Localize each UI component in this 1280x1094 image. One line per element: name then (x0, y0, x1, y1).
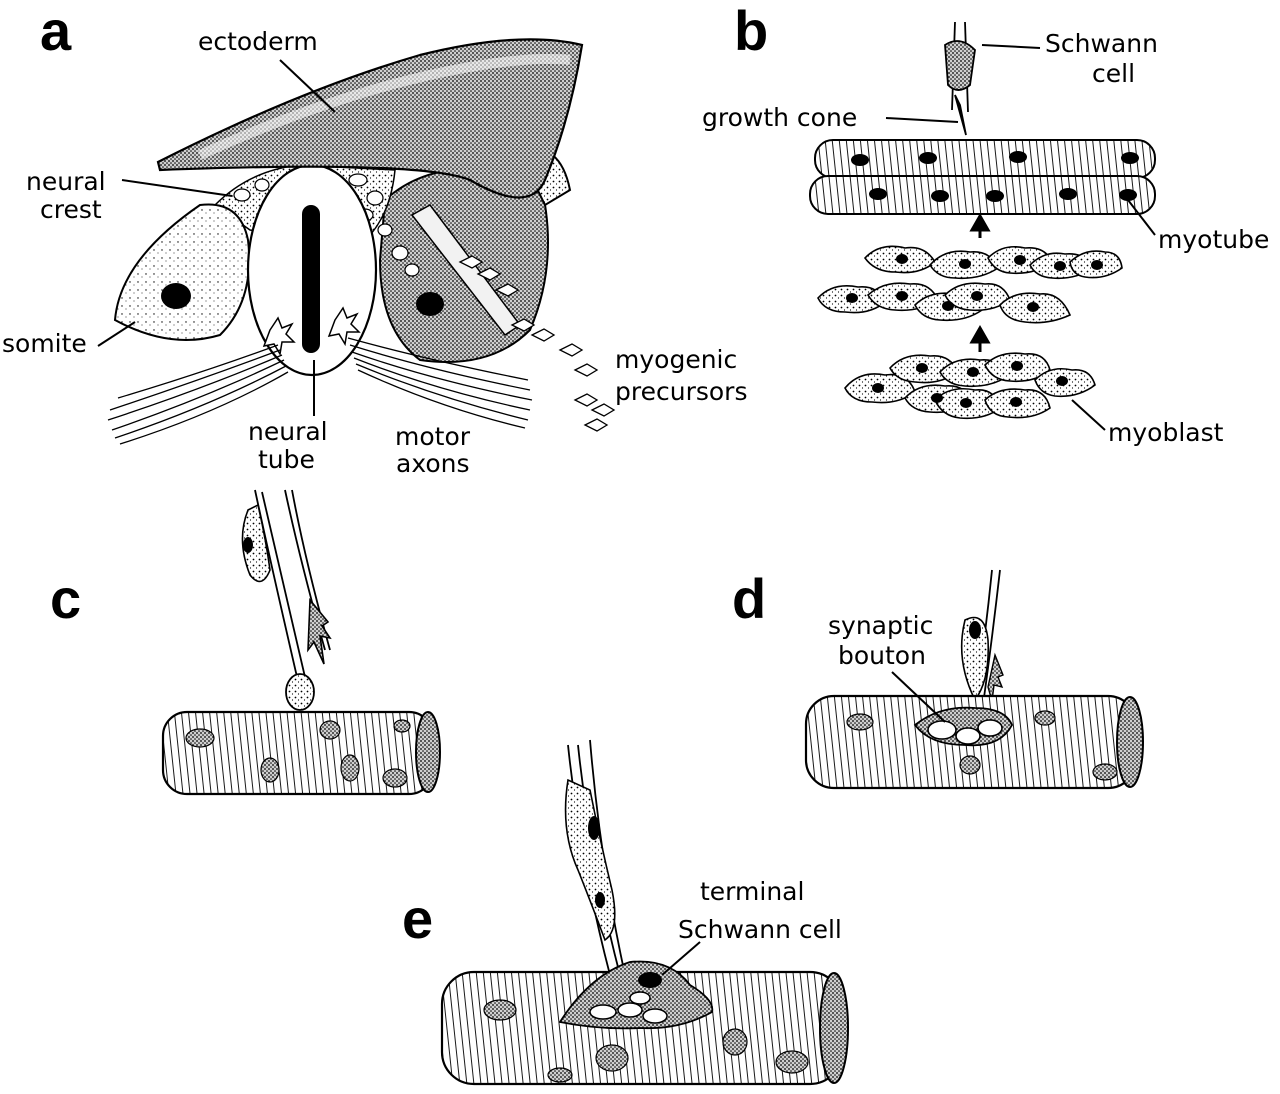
panel-a-letter: a (40, 0, 72, 62)
endplate-boutons (589, 991, 668, 1024)
right-axon-bundle (347, 337, 533, 429)
axon-terminal-c (285, 673, 315, 711)
label-schwann-line1: Schwann (1045, 29, 1158, 58)
myotube-lower (809, 175, 1156, 215)
axon-branch-d (987, 652, 1004, 702)
myelinating-schwann-cells (564, 778, 616, 942)
label-neural-tube-line1: neural (248, 417, 328, 446)
label-ectoderm: ectoderm (198, 27, 318, 56)
label-schwann-line2: cell (1092, 59, 1135, 88)
aligning-myoblast-nuclei (846, 254, 1103, 312)
label-neural-crest-line2: crest (40, 195, 102, 224)
muscle-fiber-c (161, 710, 441, 796)
panel-e: e terminal Schw (402, 739, 849, 1086)
label-synaptic-line2: bouton (838, 641, 926, 670)
label-growth-cone: growth cone (702, 103, 857, 132)
label-somite: somite (2, 329, 87, 358)
panel-b-letter: b (734, 0, 768, 62)
leader-growth-cone (885, 117, 959, 123)
leader-myotube (1127, 199, 1156, 236)
label-neural-tube-line2: tube (258, 445, 315, 474)
label-terminal-line2: Schwann cell (678, 915, 842, 944)
label-neural-crest-line1: neural (26, 167, 106, 196)
schwann-cell-drawing (944, 21, 976, 136)
myogenic-precursor-cells (458, 255, 616, 432)
label-myotube: myotube (1158, 225, 1269, 254)
schwann-cell-c (241, 503, 271, 583)
growth-cone-c (307, 597, 332, 665)
label-synaptic-line1: synaptic (828, 611, 933, 640)
synaptic-boutons (927, 719, 1003, 745)
panel-d: d synaptic bouton (732, 567, 1144, 790)
leader-terminal (661, 941, 701, 976)
axon-with-schwann-cell (254, 489, 331, 691)
panel-a: a (2, 0, 747, 478)
panel-d-letter: d (732, 567, 766, 630)
left-somite (113, 203, 251, 341)
label-myogenic-line2: precursors (615, 377, 747, 406)
panel-b: b Schwann cell growth cone (702, 0, 1269, 447)
neural-canal (302, 205, 320, 353)
right-somite-nucleus (416, 292, 444, 316)
label-myoblast: myoblast (1108, 418, 1224, 447)
label-motor-axons-line1: motor (395, 422, 471, 451)
leader-schwann (981, 44, 1041, 49)
panel-c-letter: c (50, 567, 81, 630)
motor-neuron-cells (262, 306, 361, 357)
schwann-nucleus-c (243, 537, 253, 553)
ectoderm-sheet (156, 38, 584, 199)
leader-somite (97, 321, 136, 347)
aligning-myoblasts (817, 245, 1123, 324)
schwann-cell-d (960, 616, 990, 702)
panel-e-letter: e (402, 887, 433, 950)
leader-myoblast (1071, 399, 1106, 431)
leader-neural-crest (121, 179, 233, 197)
label-myogenic-line1: myogenic (615, 345, 737, 374)
differentiation-arrows (969, 212, 991, 352)
leader-ectoderm (279, 59, 336, 113)
left-axon-bundle (107, 344, 289, 445)
label-terminal-line1: terminal (700, 877, 804, 906)
ectoderm-highlight (197, 54, 571, 160)
panel-c: c (50, 489, 441, 796)
schwann-nucleus-e2 (595, 892, 605, 908)
left-somite-nucleus (161, 283, 191, 309)
myoblast-nuclei (872, 361, 1068, 408)
schwann-nucleus-d (969, 621, 981, 639)
schwann-nucleus-e1 (588, 816, 600, 840)
terminal-schwann-nucleus (638, 972, 662, 988)
myotube-upper (814, 139, 1156, 179)
label-motor-axons-line2: axons (396, 449, 470, 478)
leader-synaptic (891, 671, 946, 723)
myogenic-band (410, 204, 522, 337)
